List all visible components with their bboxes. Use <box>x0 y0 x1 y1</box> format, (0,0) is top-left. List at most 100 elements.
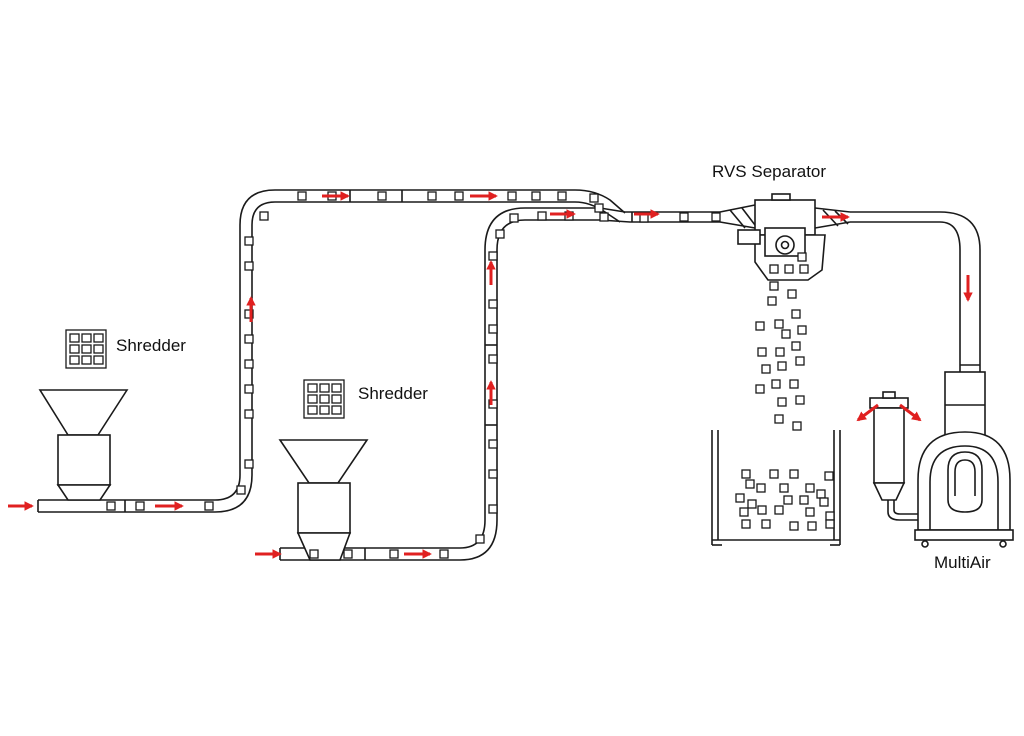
particle <box>819 497 829 507</box>
particle <box>741 469 751 479</box>
particle <box>741 519 751 529</box>
particle <box>309 549 319 559</box>
particle <box>488 299 498 309</box>
particles <box>106 191 835 559</box>
particle <box>755 321 765 331</box>
particle <box>767 296 777 306</box>
particle <box>769 281 779 291</box>
particle <box>244 334 254 344</box>
particle <box>135 501 145 511</box>
particle <box>805 483 815 493</box>
particle <box>488 251 498 261</box>
particle <box>495 229 505 239</box>
particle <box>775 347 785 357</box>
particle <box>244 384 254 394</box>
particle <box>747 499 757 509</box>
particle <box>789 469 799 479</box>
particle <box>756 483 766 493</box>
particle <box>774 414 784 424</box>
particle <box>769 264 779 274</box>
multiair-unit <box>869 371 1014 548</box>
particle <box>439 549 449 559</box>
particle <box>537 211 547 221</box>
flow-arrow-icon <box>856 403 879 422</box>
particle <box>679 212 689 222</box>
particle <box>259 211 269 221</box>
particle <box>488 324 498 334</box>
shredder-1-label: Shredder <box>116 336 186 355</box>
particle <box>757 347 767 357</box>
particle <box>769 469 779 479</box>
shredder-2 <box>278 379 369 561</box>
particle <box>589 193 599 203</box>
particle <box>757 505 767 515</box>
particle <box>771 379 781 389</box>
particle <box>244 359 254 369</box>
particle <box>244 409 254 419</box>
particle <box>777 397 787 407</box>
particle <box>389 549 399 559</box>
particle <box>777 361 787 371</box>
particle <box>787 289 797 299</box>
particle <box>792 421 802 431</box>
particle <box>761 519 771 529</box>
particle <box>825 511 835 521</box>
collection-bin <box>711 430 841 546</box>
particle <box>795 395 805 405</box>
particle <box>781 329 791 339</box>
particle <box>799 495 809 505</box>
particle <box>557 191 567 201</box>
particle <box>784 264 794 274</box>
particle <box>774 319 784 329</box>
particle <box>106 501 116 511</box>
particle <box>507 191 517 201</box>
particle <box>343 549 353 559</box>
shredder-icon <box>65 329 107 369</box>
particle <box>236 485 246 495</box>
particle <box>735 493 745 503</box>
particle <box>761 364 771 374</box>
particle <box>488 504 498 514</box>
particle <box>454 191 464 201</box>
conveying-line-1 <box>37 189 626 513</box>
particle <box>204 501 214 511</box>
particle <box>531 191 541 201</box>
particle <box>795 356 805 366</box>
particle <box>789 379 799 389</box>
particle <box>711 212 721 222</box>
particle <box>377 191 387 201</box>
particle <box>791 309 801 319</box>
multiair-label: MultiAir <box>934 553 991 572</box>
particle <box>488 469 498 479</box>
particle <box>774 505 784 515</box>
particle <box>797 252 807 262</box>
particle <box>244 236 254 246</box>
particle <box>244 459 254 469</box>
particle <box>755 384 765 394</box>
particle <box>825 519 835 529</box>
particle <box>783 495 793 505</box>
particle <box>244 261 254 271</box>
particle <box>807 521 817 531</box>
particle <box>427 191 437 201</box>
shredder-1 <box>38 329 129 501</box>
exhaust-pipe <box>850 211 981 372</box>
particle <box>599 212 609 222</box>
particle <box>745 479 755 489</box>
shredder-2-label: Shredder <box>358 384 428 403</box>
particle <box>594 203 604 213</box>
conveying-line-2 <box>279 207 720 561</box>
particle <box>791 341 801 351</box>
flow-arrow-icon <box>899 403 922 422</box>
particle <box>488 354 498 364</box>
particle <box>488 399 498 409</box>
particle <box>789 521 799 531</box>
flow-arrows <box>8 191 973 559</box>
rvs-separator-label: RVS Separator <box>712 162 827 181</box>
particle <box>509 213 519 223</box>
shredder-icon <box>303 379 345 419</box>
particle <box>805 507 815 517</box>
particle <box>244 309 254 319</box>
particle <box>799 264 809 274</box>
